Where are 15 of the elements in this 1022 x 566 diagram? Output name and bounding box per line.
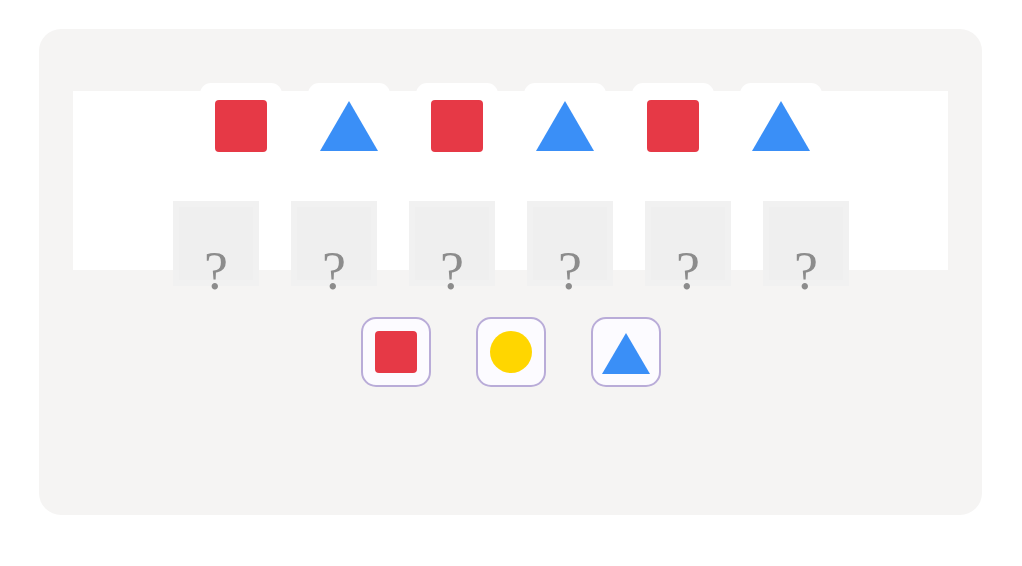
triangle-icon (536, 101, 594, 151)
question-mark: ? (321, 244, 347, 298)
triangle-icon (320, 101, 378, 151)
question-mark: ? (557, 244, 583, 298)
question-mark: ? (793, 244, 819, 298)
question-mark: ? (675, 244, 701, 298)
question-mark: ? (203, 244, 229, 298)
answer-choice-button (361, 317, 431, 387)
square-icon (215, 100, 267, 152)
answer-choice-button (591, 317, 661, 387)
square-icon (647, 100, 699, 152)
triangle-icon (752, 101, 810, 151)
question-mark: ? (439, 244, 465, 298)
answer-choice-button (476, 317, 546, 387)
square-icon (431, 100, 483, 152)
